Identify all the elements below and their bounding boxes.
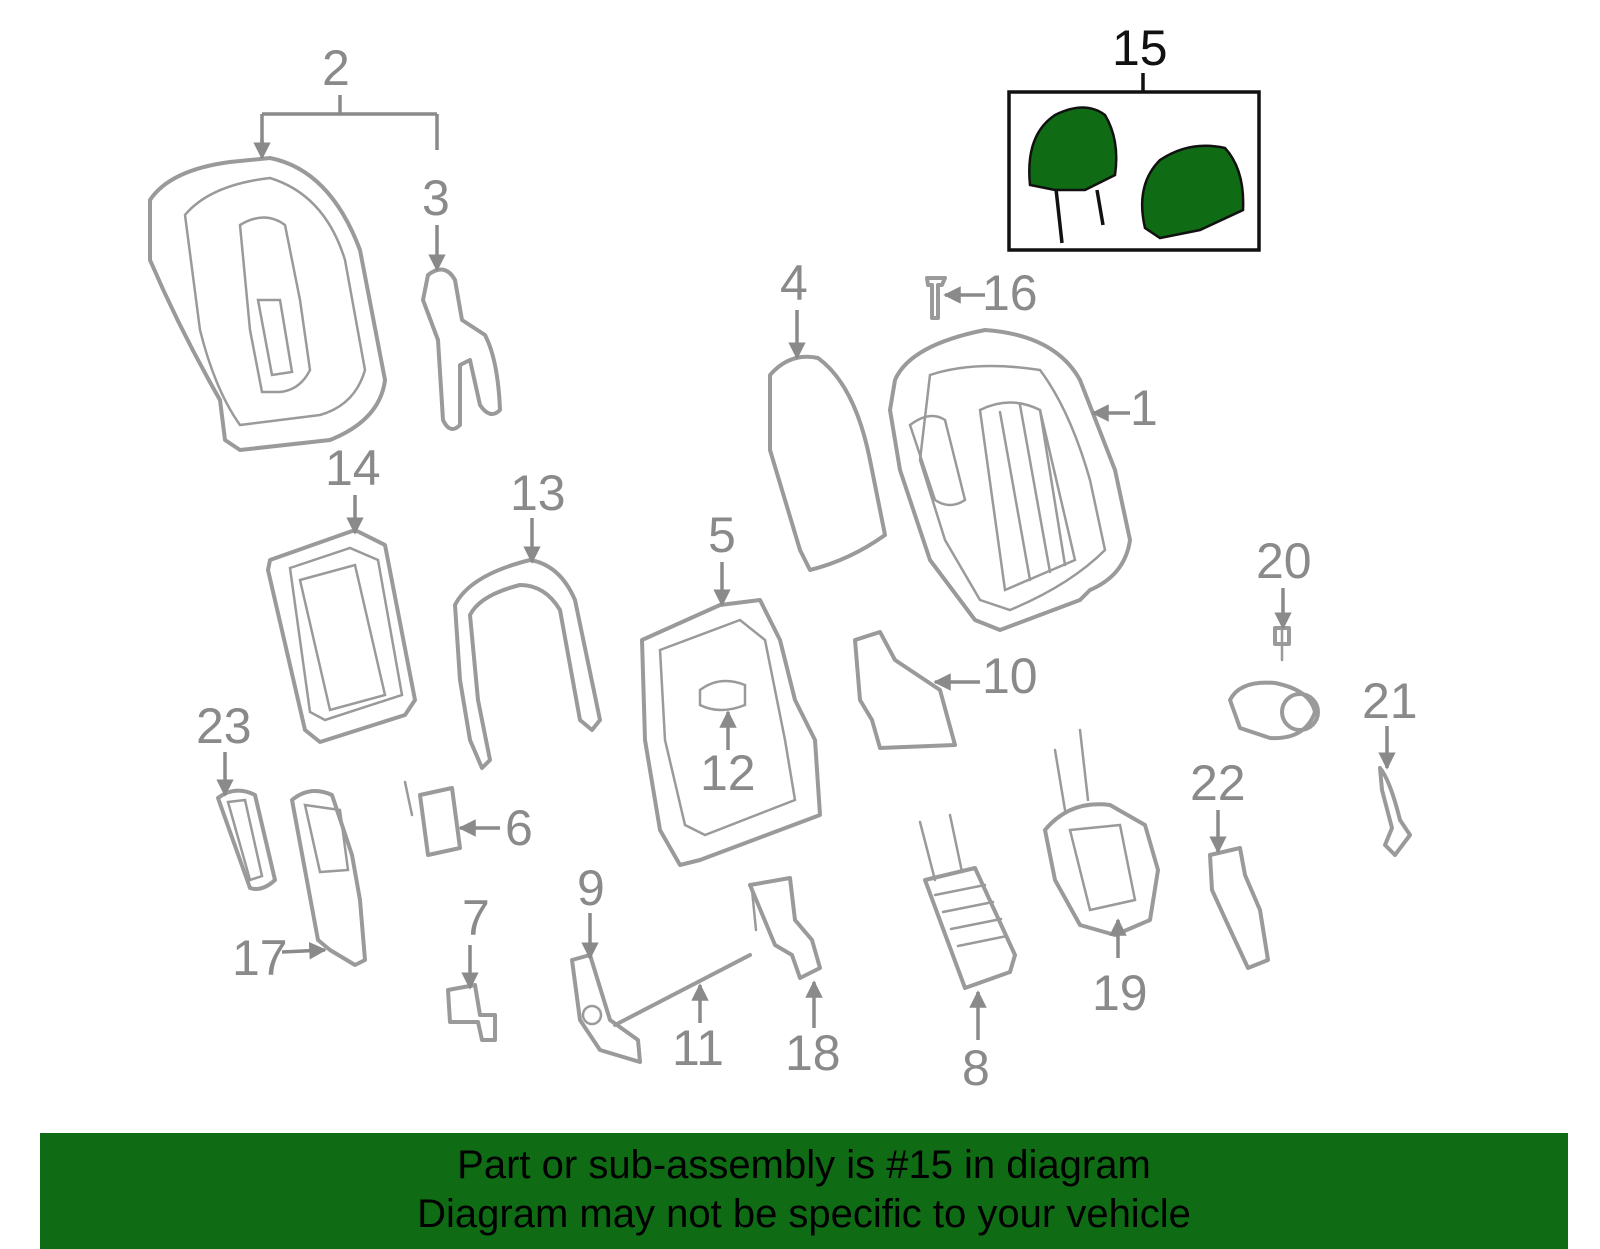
callout-10: 10 xyxy=(982,648,1038,704)
headrest-front xyxy=(1028,106,1118,192)
callout-15: 15 xyxy=(1112,20,1168,76)
part-19-lumbar-module[interactable] xyxy=(1043,728,1160,937)
part-2-seat-back-pad[interactable] xyxy=(148,156,387,452)
part-13-frame-wire[interactable] xyxy=(453,558,602,770)
headrest-rear xyxy=(1140,144,1245,240)
banner-line-2: Diagram may not be specific to your vehi… xyxy=(417,1192,1191,1236)
callout-9: 9 xyxy=(577,860,605,916)
callout-8: 8 xyxy=(962,1040,990,1096)
callout-22: 22 xyxy=(1190,755,1246,811)
callout-13: 13 xyxy=(510,465,566,521)
part-16-clip[interactable] xyxy=(925,276,947,320)
banner-line-1: Part or sub-assembly is #15 in diagram xyxy=(457,1143,1151,1187)
callout-3: 3 xyxy=(422,170,450,226)
callout-17: 17 xyxy=(232,930,288,986)
callout-6: 6 xyxy=(505,800,533,856)
callout-14: 14 xyxy=(325,440,381,496)
callout-5: 5 xyxy=(708,507,736,563)
part-6-switch[interactable] xyxy=(403,780,462,857)
part-10-side-bracket[interactable] xyxy=(853,630,957,750)
headrest-posts xyxy=(1054,188,1105,244)
part-15-headrest-box[interactable] xyxy=(1007,90,1261,252)
part-5-seat-back-frame[interactable] xyxy=(640,598,822,867)
callout-20: 20 xyxy=(1256,533,1312,589)
part-20-recliner[interactable] xyxy=(1228,626,1320,741)
part-3-pad-insert[interactable] xyxy=(421,267,502,431)
part-9-recliner-plate[interactable] xyxy=(570,953,642,1064)
part-8-heater-mat[interactable] xyxy=(918,813,1017,990)
callout-2: 2 xyxy=(322,40,350,96)
part-7-bracket[interactable] xyxy=(446,983,497,1042)
leader-2 xyxy=(260,95,439,155)
callout-12: 12 xyxy=(700,745,756,801)
callout-18: 18 xyxy=(785,1025,841,1081)
callout-7: 7 xyxy=(462,890,490,946)
part-23-bezel[interactable] xyxy=(216,788,277,891)
part-1-seat-back-cover[interactable] xyxy=(888,328,1132,632)
part-21-cable[interactable] xyxy=(1378,766,1412,857)
callout-23: 23 xyxy=(196,698,252,754)
callout-11: 11 xyxy=(672,1020,724,1076)
part-18-motor[interactable] xyxy=(748,876,822,980)
info-banner: Part or sub-assembly is #15 in diagram D… xyxy=(40,1133,1568,1249)
part-11-rod[interactable] xyxy=(613,953,752,1027)
callout-16: 16 xyxy=(982,265,1038,321)
callout-1: 1 xyxy=(1130,380,1158,436)
callout-4: 4 xyxy=(780,255,808,311)
arrow-17 xyxy=(281,941,327,960)
part-14-frame-panel[interactable] xyxy=(266,528,417,744)
part-22-duct[interactable] xyxy=(1208,846,1270,970)
part-4-back-panel[interactable] xyxy=(768,354,887,572)
part-17-side-trim[interactable] xyxy=(290,789,367,967)
callout-19: 19 xyxy=(1092,965,1148,1021)
callout-21: 21 xyxy=(1362,673,1418,729)
